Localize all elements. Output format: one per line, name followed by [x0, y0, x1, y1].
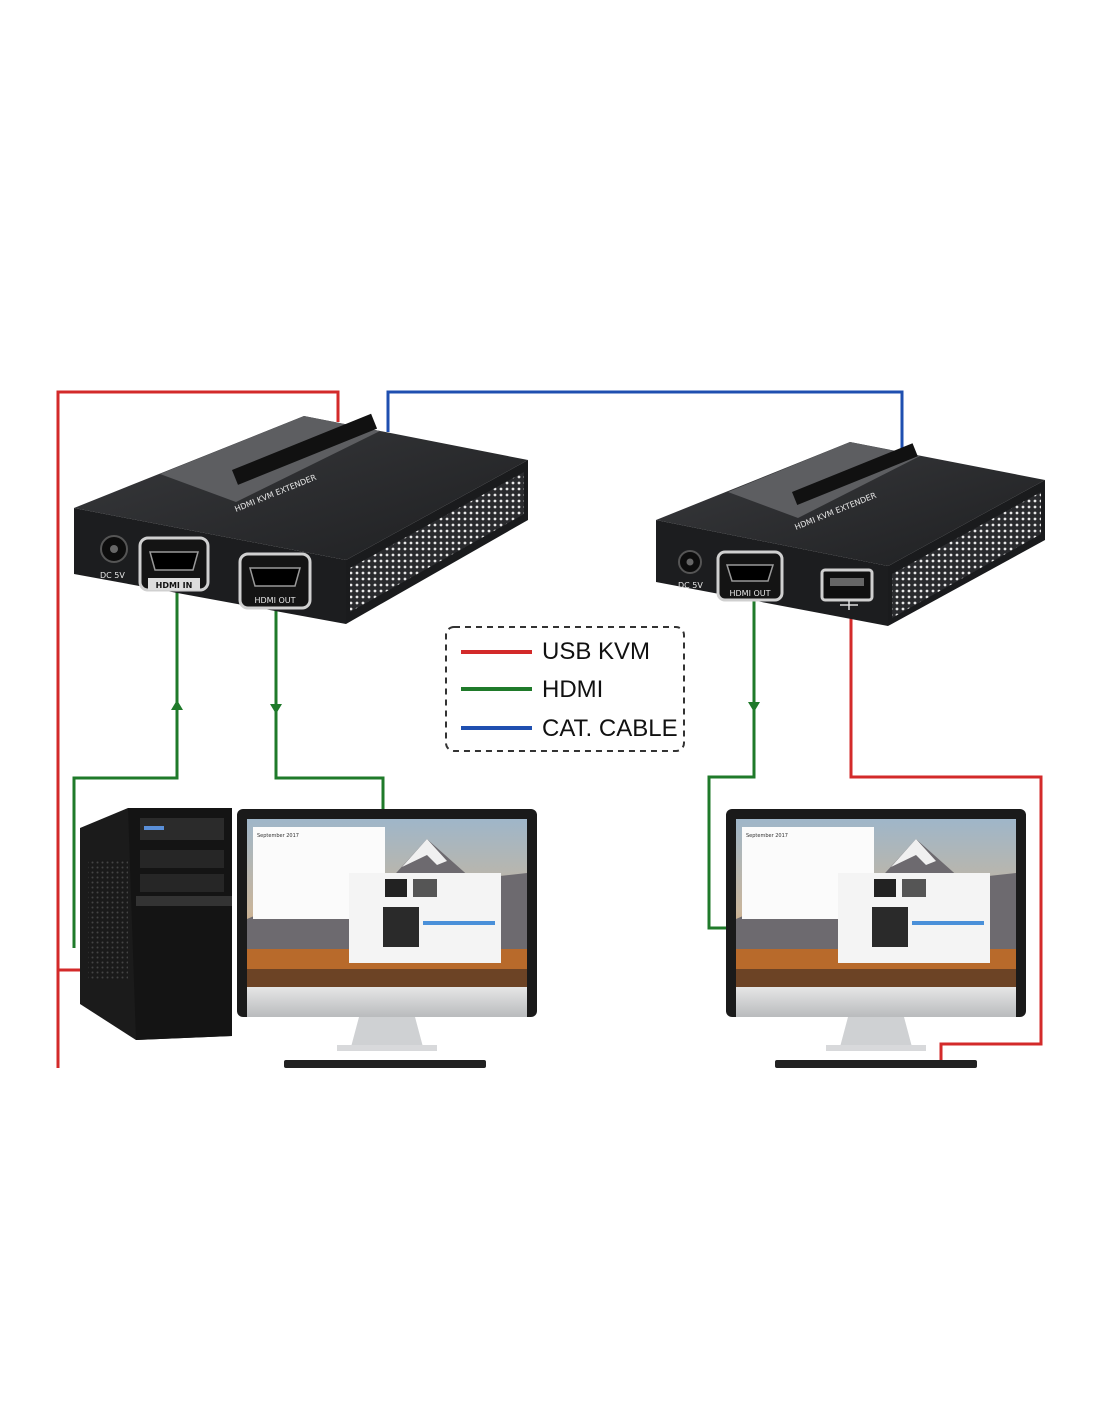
- right-monitor: September 2017: [726, 809, 1026, 1051]
- legend-label-cat-cable: CAT. CABLE: [542, 715, 678, 742]
- left-monitor: September 2017: [237, 809, 537, 1051]
- receiver-unit: HDMI KVM EXTENDER DC 5V HDMI OUT: [656, 442, 1045, 626]
- legend-box: [445, 626, 685, 752]
- usb-icon: [840, 600, 858, 610]
- hdmi-arrow-down-right: [748, 702, 760, 712]
- legend-label-hdmi: HDMI: [542, 676, 603, 703]
- usb-kvm-cable-right: [849, 610, 1043, 1062]
- receiver-hdmi-out-port[interactable]: [725, 564, 775, 582]
- hdmi-arrow-up: [171, 700, 183, 710]
- hdmi-arrow-down-left: [270, 704, 282, 714]
- right-keyboard: [775, 1060, 977, 1068]
- hdmi-cable-receiver-to-monitor: [707, 585, 756, 930]
- legend: USB KVM HDMI CAT. CABLE: [445, 626, 685, 752]
- left-keyboard: [284, 1060, 486, 1068]
- usb-kvm-cable-left: [56, 390, 340, 1070]
- left-monitor-calendar-title: September 2017: [257, 833, 299, 839]
- transmitter-unit: HDMI KVM EXTENDER DC 5V HDMI IN HDMI OUT: [74, 413, 528, 624]
- hdmi-cable-pc-to-in: [72, 580, 179, 948]
- transmitter-hdmi-in-label: HDMI IN: [156, 581, 193, 590]
- right-monitor-calendar-title: September 2017: [746, 833, 788, 839]
- pc-tower: [80, 808, 232, 1040]
- legend-label-usb-kvm: USB KVM: [542, 638, 650, 665]
- cat-cable: [386, 390, 904, 455]
- transmitter-hdmi-out-label: HDMI OUT: [254, 596, 295, 605]
- transmitter-hdmi-out-port[interactable]: [249, 567, 301, 587]
- receiver-hdmi-out-label: HDMI OUT: [729, 589, 770, 598]
- hdmi-cable-out-to-monitor: [274, 585, 385, 812]
- transmitter-dc-label: DC 5V: [100, 571, 125, 580]
- transmitter-hdmi-in-port[interactable]: [149, 551, 199, 571]
- receiver-dc-label: DC 5V: [678, 581, 703, 590]
